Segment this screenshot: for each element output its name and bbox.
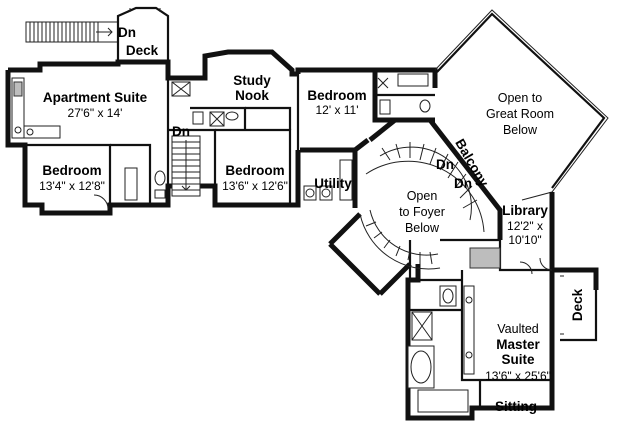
great-room-label-line2: Great Room [486,107,554,121]
study-label-line2: Nook [235,88,269,103]
great-room-label-line1: Open to [498,91,543,105]
room-labels: Dn Deck Apartment Suite 27'6" x 14' Stud… [39,25,585,414]
apartment-suite-dimensions: 27'6" x 14' [68,106,123,120]
library-dimensions-line1: 12'2" x [507,219,543,233]
dn-label-stair: Dn [172,124,190,139]
bedroom-mid-label: Bedroom [225,163,284,178]
exterior-walls [5,9,609,421]
deck-top-label: Deck [126,43,159,58]
bedroom-left-dimensions: 13'4" x 12'8" [39,179,105,193]
master-label-line3: Suite [501,352,534,367]
library-dimensions-line2: 10'10" [508,233,541,247]
interior-stair [171,135,201,197]
library-label: Library [502,203,548,218]
master-dimensions: 13'6" x 25'6" [485,369,551,383]
dn-label-curve2: Dn [454,176,472,191]
foyer-label-line3: Below [405,221,440,235]
dn-label-top: Dn [118,25,136,40]
apartment-suite-label: Apartment Suite [43,90,148,105]
utility-label: Utility [314,176,352,191]
great-room-label-line3: Below [503,123,538,137]
foyer-label-line1: Open [407,189,438,203]
master-label-line2: Master [496,337,540,352]
curved-stair [359,142,485,270]
dn-label-curve1: Dn [436,157,454,172]
study-label-line1: Study [233,73,271,88]
deck-right-label: Deck [570,288,585,321]
fixtures [11,73,553,413]
sitting-label: Sitting [495,399,537,414]
deck-right [560,268,598,342]
foyer-label-line2: to Foyer [399,205,445,219]
bedroom-left-label: Bedroom [42,163,101,178]
bedroom-mid-dimensions: 13'6" x 12'6" [222,179,288,193]
bedroom-top-label: Bedroom [307,88,366,103]
bedroom-top-dimensions: 12' x 11' [315,103,358,117]
master-label-line1: Vaulted [497,322,539,336]
top-stair [25,21,119,43]
